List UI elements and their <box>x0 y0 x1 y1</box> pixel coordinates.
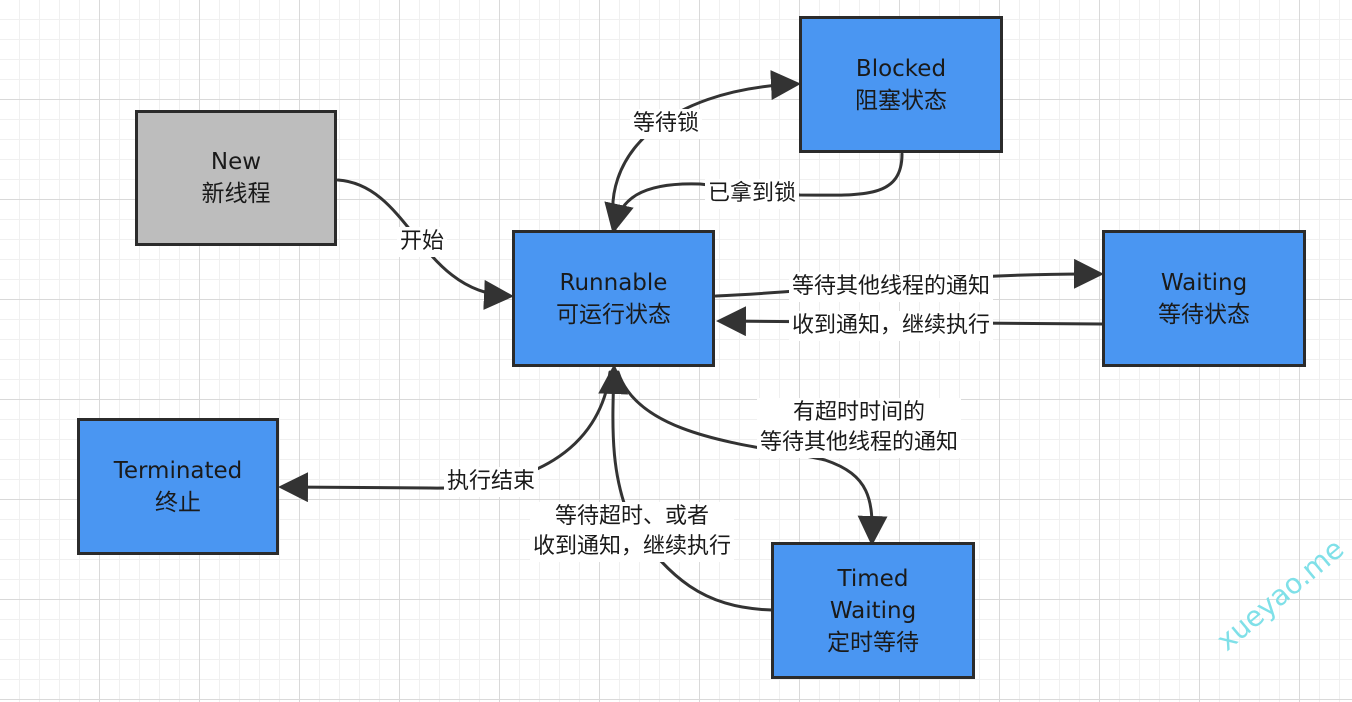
state-waiting-title: Waiting <box>1160 269 1248 296</box>
state-new: New 新线程 <box>135 110 337 246</box>
state-runnable: Runnable 可运行状态 <box>512 230 715 367</box>
state-timed-waiting-subtitle: 定时等待 <box>827 629 919 656</box>
state-timed-waiting-title-line2: Waiting <box>829 597 917 624</box>
state-waiting-subtitle: 等待状态 <box>1158 301 1250 328</box>
state-waiting: Waiting 等待状态 <box>1102 230 1306 367</box>
state-terminated: Terminated 终止 <box>77 418 279 555</box>
edge-timeout <box>598 364 774 612</box>
state-blocked: Blocked 阻塞状态 <box>799 16 1003 153</box>
edge-label-got-lock: 已拿到锁 <box>705 179 800 209</box>
edge-label-start: 开始 <box>397 227 448 257</box>
edge-label-wait-lock: 等待锁 <box>630 109 703 139</box>
edge-label-timeout-line2: 收到通知，继续执行 <box>533 534 732 559</box>
edge-label-timed-wait: 有超时时间的 等待其他线程的通知 <box>757 398 962 458</box>
edge-label-wait-notify: 等待其他线程的通知 <box>789 272 994 302</box>
state-new-title: New <box>210 149 262 175</box>
state-new-subtitle: 新线程 <box>201 181 271 207</box>
edge-label-timed-wait-line2: 等待其他线程的通知 <box>760 430 959 455</box>
edge-label-timed-wait-line1: 有超时时间的 <box>793 400 926 425</box>
edge-label-timeout-line1: 等待超时、或者 <box>555 504 710 529</box>
edge-label-timeout: 等待超时、或者 收到通知，继续执行 <box>530 502 735 562</box>
state-runnable-title: Runnable <box>559 269 668 296</box>
edge-got-lock <box>604 152 904 234</box>
state-terminated-subtitle: 终止 <box>155 489 201 516</box>
edge-label-finish: 执行结束 <box>444 467 539 497</box>
state-blocked-subtitle: 阻塞状态 <box>855 87 947 114</box>
state-runnable-subtitle: 可运行状态 <box>556 301 671 328</box>
state-timed-waiting-title-line1: Timed <box>837 565 909 592</box>
state-terminated-title: Terminated <box>113 457 243 484</box>
edge-label-receive-notify: 收到通知，继续执行 <box>789 311 994 341</box>
state-blocked-title: Blocked <box>855 55 947 82</box>
state-timed-waiting: Timed Waiting 定时等待 <box>771 542 975 679</box>
